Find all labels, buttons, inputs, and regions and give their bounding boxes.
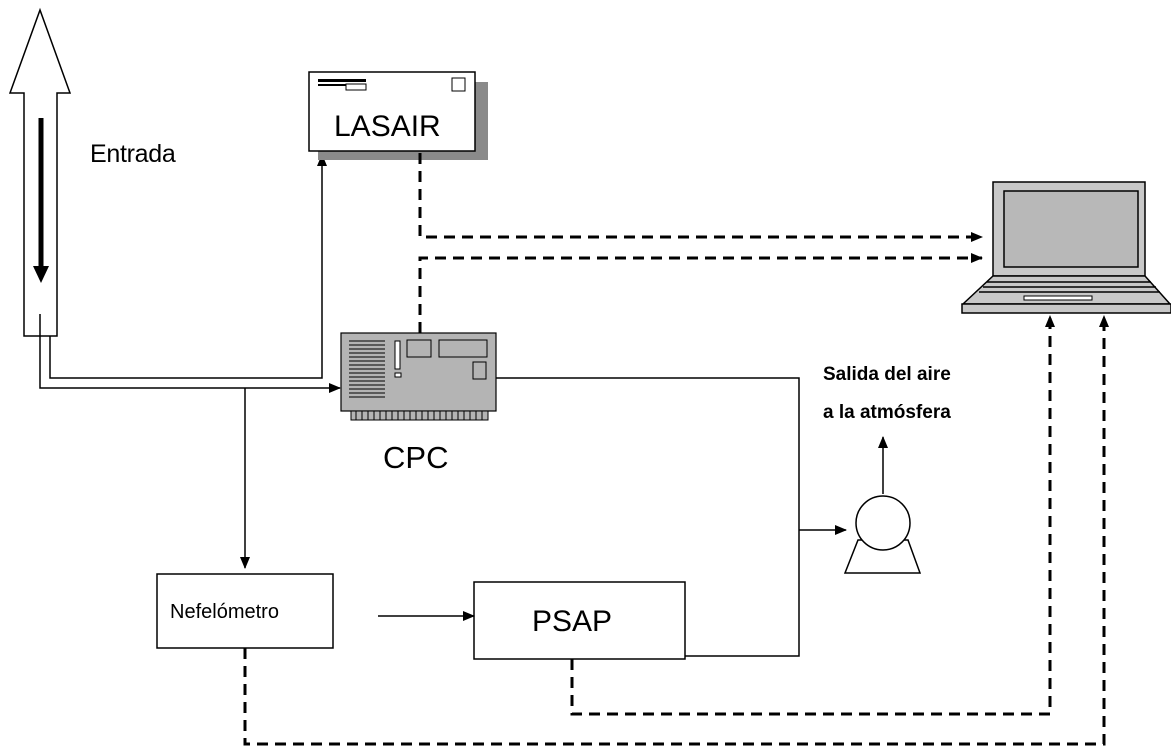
sample-line [39,154,341,569]
data-lines [243,153,1109,746]
nefelometro-label: Nefelómetro [170,601,279,623]
lasair-device [308,71,488,160]
lasair-label: LASAIR [334,110,441,143]
psap-label: PSAP [532,605,613,638]
cpc-device-icon [340,332,497,421]
cpc-label: CPC [383,440,449,475]
nefelometro-box [156,573,334,649]
entrada-label: Entrada [90,140,176,168]
flow-lines [378,377,888,657]
salida-label-line2: a la atmósfera [823,402,951,423]
salida-label: Salida del aire a la atmósfera [823,356,951,432]
inlet-arrow-icon [8,7,72,337]
pump-icon [843,495,922,574]
salida-label-line1: Salida del aire [823,364,951,385]
laptop-icon [961,181,1171,314]
